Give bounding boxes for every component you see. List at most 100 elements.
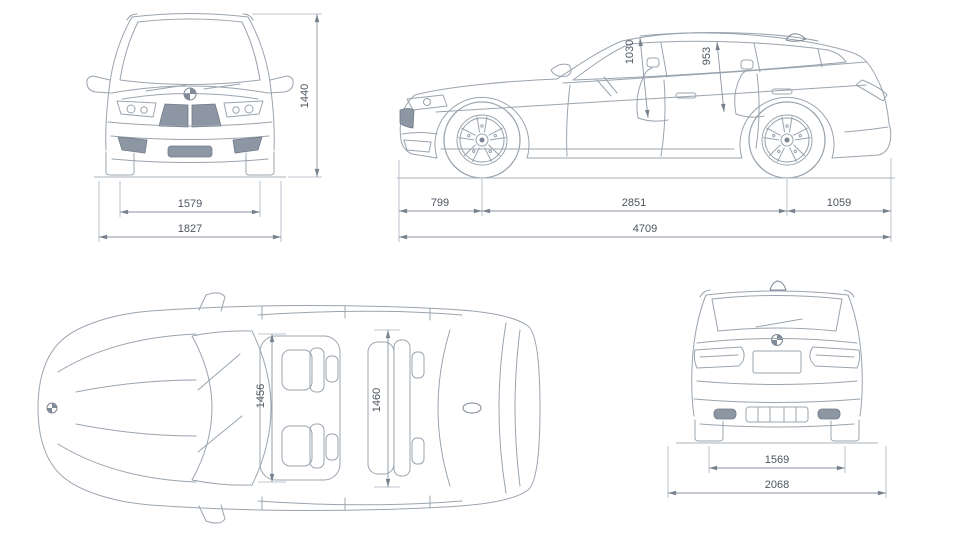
tailgate-arc xyxy=(498,322,507,494)
front-headroom-dim-label: 1030 xyxy=(624,40,636,64)
body-side-right xyxy=(247,16,275,151)
dim-front-width: 1827 xyxy=(98,181,282,242)
side-glass xyxy=(572,40,847,81)
windshield xyxy=(119,18,261,85)
shark-fin-antenna xyxy=(785,33,807,42)
headlights xyxy=(116,100,264,118)
tailgate-bottom xyxy=(696,380,858,385)
diffuser xyxy=(745,406,809,423)
dim-rear-track: 1569 xyxy=(708,446,846,473)
beltline xyxy=(562,61,867,84)
dim-height: 1440 xyxy=(252,13,322,178)
mirror-left xyxy=(86,75,112,94)
taillight-side xyxy=(855,79,888,102)
kidney-grille-right xyxy=(191,103,222,128)
bumper-line xyxy=(693,398,861,403)
front-headrest-left xyxy=(325,355,339,383)
dim-wheelbase: 2851 xyxy=(482,179,788,216)
overall-length-dim-label: 4709 xyxy=(633,223,657,235)
exhaust-right xyxy=(817,408,841,420)
front-track-dim-label: 1579 xyxy=(178,198,202,210)
cowl-arc xyxy=(191,335,213,481)
hood-contours xyxy=(57,333,197,483)
rear-wheels xyxy=(694,419,860,442)
rear-track-dim-label: 1569 xyxy=(765,454,789,466)
rear-headrest xyxy=(740,59,754,70)
body-side-left xyxy=(105,16,133,151)
rear-bumper-crease xyxy=(844,126,889,133)
shoulder-line xyxy=(696,338,858,344)
roof-rails xyxy=(699,289,855,298)
mirror-right xyxy=(268,75,294,94)
dim-front-track: 1579 xyxy=(119,181,261,217)
panoramic-roof xyxy=(259,335,341,481)
front-interior-width-dim-label: 1456 xyxy=(255,384,267,408)
height-dim-label: 1440 xyxy=(299,84,311,108)
front-wheel xyxy=(443,101,521,179)
rear-seat xyxy=(734,69,765,118)
front-wheels xyxy=(105,151,275,176)
front-headrest-right xyxy=(325,433,339,461)
rear-headrest-right xyxy=(411,437,425,465)
wheelbase-dim-label: 2851 xyxy=(622,197,646,209)
rear-wheel xyxy=(748,101,826,179)
mirror-top xyxy=(198,292,226,312)
dim-rear-overhang: 1059 xyxy=(787,158,892,216)
dim-front-headroom: 1030 xyxy=(624,37,650,119)
roof-rail xyxy=(639,32,819,42)
side-car-drawing xyxy=(397,32,895,179)
front-width-dim-label: 1827 xyxy=(178,223,202,235)
front-car-drawing xyxy=(86,13,294,178)
license-plate-recess xyxy=(752,350,802,374)
roof-rails xyxy=(257,310,463,506)
front-headrest xyxy=(646,57,660,68)
rear-bench-back xyxy=(393,339,411,477)
rear-glass-arc xyxy=(437,329,451,487)
rear-headrest-left xyxy=(411,351,425,379)
front-view: 1579 1827 1440 xyxy=(86,13,322,242)
dim-front-interior-width: 1456 xyxy=(255,333,286,483)
front-overhang-dim-label: 799 xyxy=(431,197,449,209)
kidney-grille-left xyxy=(158,103,189,128)
front-seat-cushion-right xyxy=(281,425,313,467)
wipers xyxy=(197,353,243,453)
side-mirror xyxy=(550,63,572,77)
headlight-side xyxy=(406,94,448,111)
exhaust-left xyxy=(713,408,737,420)
rear-headroom-dim-label: 953 xyxy=(701,47,713,65)
center-intake xyxy=(167,145,213,158)
body-sides xyxy=(691,294,863,417)
steering-wheel xyxy=(596,76,618,97)
dim-rear-interior-width: 1460 xyxy=(371,329,400,488)
rear-car-drawing xyxy=(676,280,878,444)
door-seams xyxy=(566,73,760,157)
mirror-width-dim-label: 2068 xyxy=(765,479,789,491)
shark-fin-antenna xyxy=(769,280,787,291)
front-bumper-detail xyxy=(401,132,438,153)
rear-view: 1569 2068 xyxy=(667,280,887,498)
a-pillars xyxy=(191,330,253,486)
top-car-drawing xyxy=(37,292,541,524)
bumper-lines xyxy=(107,121,273,140)
hood-creases xyxy=(75,379,197,437)
bumper-bottom xyxy=(699,423,855,428)
rear-edge-arc xyxy=(514,329,521,487)
roof-rails xyxy=(126,13,254,21)
dim-rear-headroom: 953 xyxy=(701,41,726,113)
rear-overhang-dim-label: 1059 xyxy=(827,197,851,209)
rear-interior-width-dim-label: 1460 xyxy=(371,388,383,412)
bumper-bottom xyxy=(111,158,269,163)
pillars xyxy=(660,42,823,78)
side-intakes xyxy=(117,136,263,154)
dim-mirror-width: 2068 xyxy=(667,446,887,498)
kidney-grille-side xyxy=(399,108,415,129)
door-seams xyxy=(261,305,431,511)
side-view: 1030 953 799 2851 1059 4709 xyxy=(397,32,895,242)
character-line xyxy=(435,84,867,113)
mirror-bottom xyxy=(198,504,226,524)
shark-fin-antenna xyxy=(462,402,482,414)
rear-wiper xyxy=(755,318,803,328)
roof-line xyxy=(705,290,849,296)
